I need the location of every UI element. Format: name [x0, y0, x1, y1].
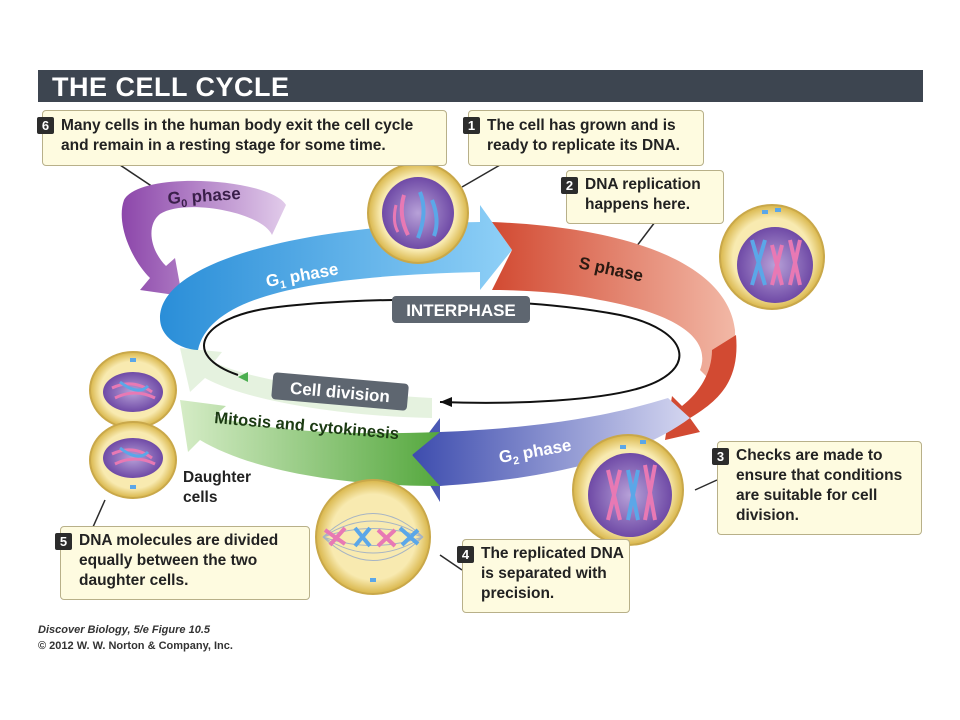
callout-number-3: 3: [712, 448, 729, 465]
cell-g1-illustration: [367, 162, 469, 264]
g0-phase-arrow: [121, 180, 286, 296]
daughter-cells-label: Daughter cells: [183, 469, 252, 506]
callout-4-text: The replicated DNA is separated with pre…: [481, 545, 624, 602]
callout-5-text: DNA molecules are divided equally betwee…: [79, 532, 279, 589]
callout-number-1: 1: [463, 117, 480, 134]
g2-phase-band: [412, 398, 690, 502]
callout-1-text: The cell has grown and is ready to repli…: [487, 117, 680, 154]
callout-5: 5 DNA molecules are divided equally betw…: [55, 526, 310, 600]
cell-mitosis-illustration: [315, 479, 431, 595]
cell-g2-illustration: [572, 434, 684, 546]
daughter-cells-illustration: [89, 351, 177, 499]
page-title: THE CELL CYCLE: [52, 72, 290, 102]
callout-1: 1 The cell has grown and is ready to rep…: [463, 110, 704, 166]
interphase-badge: INTERPHASE: [392, 296, 530, 323]
cell-s-illustration: [719, 204, 825, 310]
callout-number-2: 2: [561, 177, 578, 194]
title-bar: THE CELL CYCLE: [38, 70, 923, 102]
g0-phase-label: G0 phase: [167, 184, 242, 211]
callout-2-text: DNA replication happens here.: [585, 176, 701, 213]
interior-oval: [203, 298, 681, 407]
callout-number-6: 6: [37, 117, 54, 134]
callout-6-text: Many cells in the human body exit the ce…: [61, 117, 414, 154]
callout-3-text: Checks are made to ensure that condition…: [736, 447, 903, 524]
callout-2: 2 DNA replication happens here.: [561, 170, 724, 224]
svg-text:INTERPHASE: INTERPHASE: [406, 301, 516, 320]
callout-6: 6 Many cells in the human body exit the …: [37, 110, 447, 166]
footer-source: Discover Biology, 5/e Figure 10.5: [38, 624, 210, 636]
callout-4: 4 The replicated DNA is separated with p…: [457, 539, 630, 613]
callout-number-5: 5: [55, 533, 72, 550]
callout-number-4: 4: [457, 546, 474, 563]
cell-division-badge: Cell division: [271, 372, 409, 411]
callout-3: 3 Checks are made to ensure that conditi…: [712, 441, 922, 535]
footer-copyright: © 2012 W. W. Norton & Company, Inc.: [38, 640, 233, 652]
s-phase-band: [492, 222, 736, 385]
